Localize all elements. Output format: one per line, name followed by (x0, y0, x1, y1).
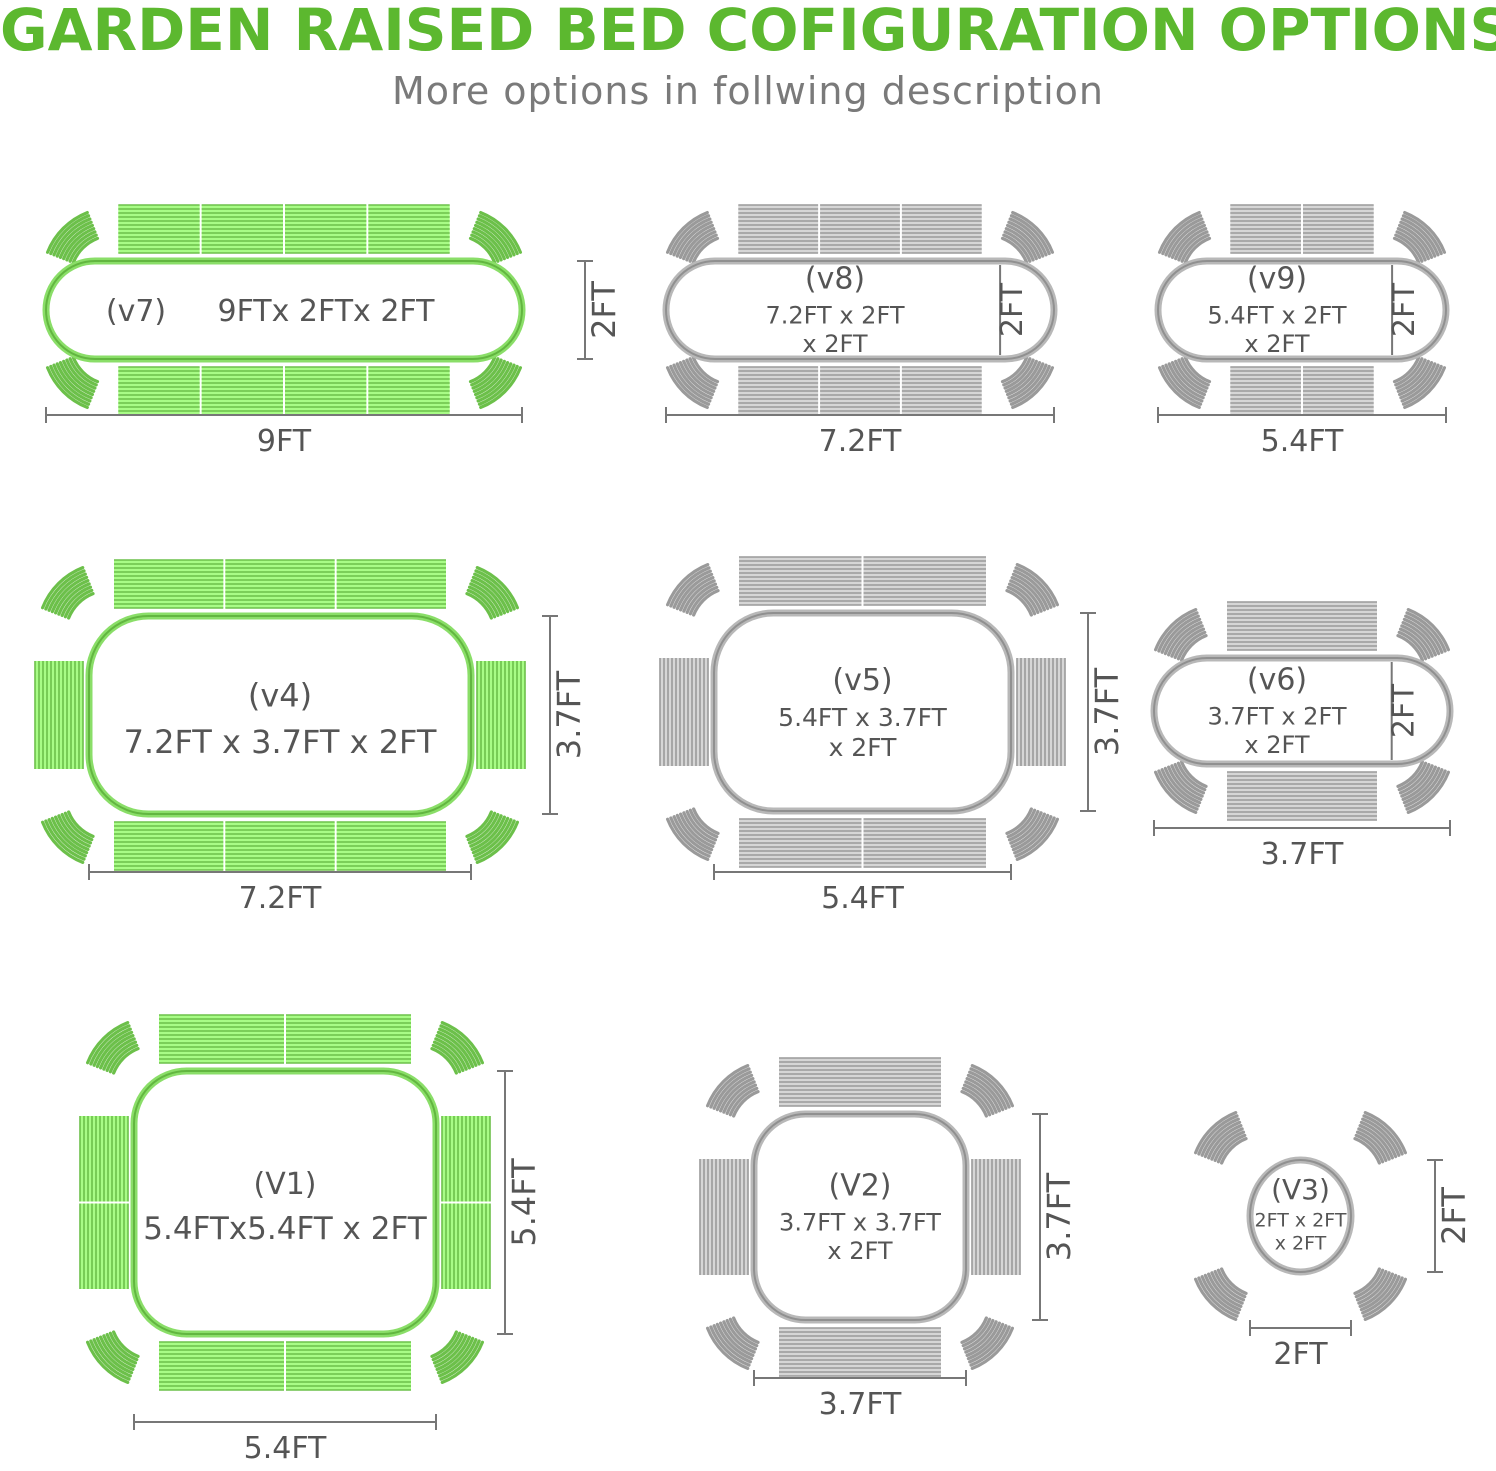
width-dimension: 3.7FT (1261, 837, 1344, 872)
config-label: (V3) (1271, 1173, 1330, 1206)
config-label: (v5) (832, 663, 892, 698)
config-label: (v6) (1247, 663, 1307, 698)
config-label: (V1) (253, 1167, 316, 1202)
config-size: x 2FT (1275, 1232, 1327, 1254)
config-v1: (V1) 5.4FTx5.4FT x 2FT 5.4FT 5.4FT (79, 1014, 543, 1466)
width-dimension: 2FT (1273, 1337, 1328, 1372)
width-dimension: 7.2FT (239, 881, 322, 916)
config-v6: (v6) 3.7FT x 2FTx 2FT 3.7FT 2FT (1150, 601, 1454, 872)
config-size: 5.4FT x 3.7FT (778, 703, 947, 732)
config-v7: (v7) 9FTx 2FTx 2FT 9FT 2FT (42, 204, 623, 459)
config-size: x 2FT (829, 733, 898, 762)
height-dimension: 2FT (585, 281, 623, 339)
width-dimension: 5.4FT (1261, 424, 1344, 459)
height-dimension: 2FT (1387, 683, 1422, 738)
config-v8: (v8) 7.2FT x 2FTx 2FT 7.2FT 2FT (662, 204, 1058, 459)
height-dimension: 3.7FT (1088, 667, 1126, 756)
width-dimension: 5.4FT (821, 881, 904, 916)
config-size: 7.2FT x 3.7FT x 2FT (124, 723, 437, 761)
config-size: x 2FT (1244, 731, 1309, 759)
config-size: 3.7FT x 2FT (1208, 702, 1347, 730)
config-size: 2FT x 2FT (1255, 1210, 1347, 1232)
page-title: GARDEN RAISED BED COFIGURATION OPTIONS (0, 0, 1496, 64)
config-label: (V2) (828, 1169, 891, 1204)
width-dimension: 7.2FT (819, 424, 902, 459)
height-dimension: 3.7FT (550, 670, 588, 759)
config-label: (v7) (106, 294, 166, 329)
config-size: x 2FT (827, 1237, 892, 1265)
height-dimension: 2FT (1387, 282, 1422, 337)
height-dimension: 2FT (995, 282, 1030, 337)
config-size: 9FTx 2FTx 2FT (217, 294, 435, 329)
config-v3: (V3) 2FT x 2FTx 2FT 2FT 2FT (1194, 1111, 1473, 1372)
config-size: 3.7FT x 3.7FT (779, 1208, 941, 1236)
config-label: (v8) (805, 262, 865, 297)
height-dimension: 5.4FT (505, 1158, 543, 1247)
config-size: x 2FT (1244, 330, 1309, 358)
height-dimension: 2FT (1435, 1187, 1473, 1245)
config-v9: (v9) 5.4FT x 2FTx 2FT 5.4FT 2FT (1154, 204, 1450, 459)
config-size: 5.4FTx5.4FT x 2FT (143, 1211, 427, 1247)
page-subtitle: More options in follwing description (392, 69, 1104, 113)
width-dimension: 3.7FT (819, 1387, 902, 1422)
config-size: 7.2FT x 2FT (766, 301, 905, 329)
config-label: (v4) (248, 676, 312, 714)
config-v4: (v4) 7.2FT x 3.7FT x 2FT 7.2FT 3.7FT (34, 559, 588, 916)
height-dimension: 3.7FT (1040, 1172, 1078, 1261)
config-size: x 2FT (802, 330, 867, 358)
width-dimension: 9FT (257, 424, 312, 459)
width-dimension: 5.4FT (244, 1431, 327, 1466)
config-size: 5.4FT x 2FT (1208, 301, 1347, 329)
config-label: (v9) (1247, 262, 1307, 297)
